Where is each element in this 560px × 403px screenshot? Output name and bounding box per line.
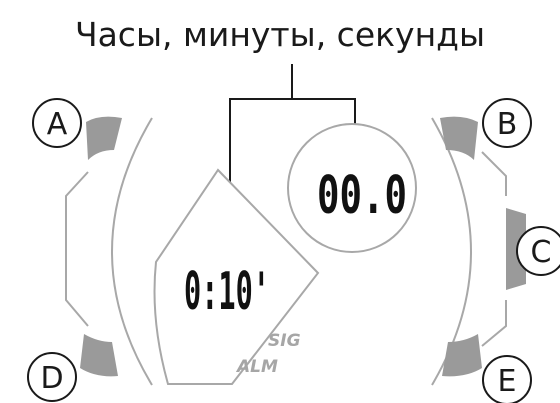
button-e-pusher[interactable] <box>442 334 482 377</box>
case-left-arc <box>111 117 153 386</box>
button-a-label-circle <box>32 98 82 148</box>
button-b-label-circle <box>482 98 532 148</box>
main-time-readout: 0:10' <box>184 262 270 322</box>
diagram-title: Часы, минуты, секунды <box>75 15 485 54</box>
button-d-letter: D <box>40 361 63 396</box>
button-e-label-circle <box>482 355 532 403</box>
button-a-pusher[interactable] <box>86 116 122 160</box>
button-d-label-circle <box>27 352 77 402</box>
button-c-letter: C <box>531 235 552 270</box>
side-buttons <box>80 116 526 377</box>
indicator-alm: ALM <box>235 357 278 377</box>
case-right-lug <box>481 151 507 347</box>
button-d-pusher[interactable] <box>80 334 118 377</box>
button-b-pusher[interactable] <box>440 116 478 160</box>
main-display-panel <box>153 168 320 385</box>
sub-dial-readout: 00.0 <box>317 166 407 226</box>
button-b-letter: B <box>497 107 518 142</box>
button-c-label-circle <box>516 226 560 276</box>
sub-dial <box>287 123 417 253</box>
button-c-crown[interactable] <box>506 208 526 290</box>
indicator-sig: SIG <box>268 331 301 351</box>
button-a-letter: A <box>47 107 68 142</box>
case-left-lug <box>65 171 89 327</box>
button-labels: A B C D E <box>27 98 560 403</box>
button-e-letter: E <box>498 364 517 399</box>
